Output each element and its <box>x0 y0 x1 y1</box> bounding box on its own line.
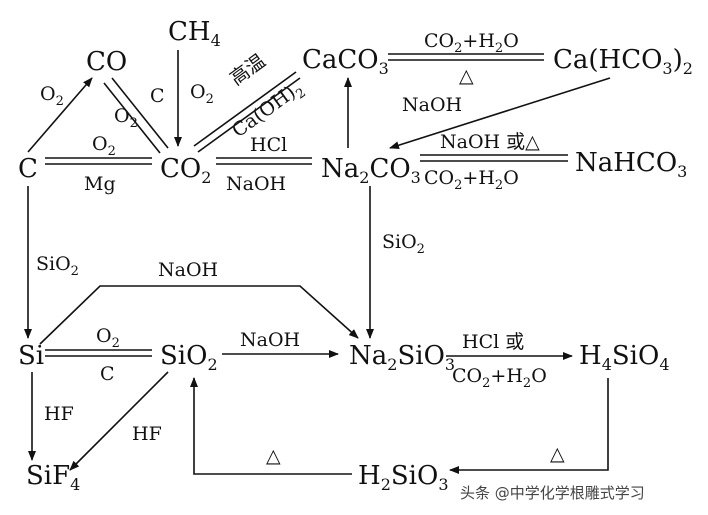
arrow-h4sio4-to-h2sio3 <box>449 378 609 474</box>
label-hf-1: HF <box>44 403 74 425</box>
label-c-to-co: O2 <box>40 83 64 109</box>
species-ca-hco3-2: Ca(HCO3)2 <box>553 45 693 78</box>
label-naoh-4: NaOH <box>240 329 300 351</box>
arrow-co2-to-caco3-bottom <box>197 77 301 153</box>
label-delta-2: △ <box>266 445 281 467</box>
label-co2-co-c: C <box>150 85 165 107</box>
label-co2-h2o-1: CO2+H2O <box>424 30 519 56</box>
label-c-co2-o2: O2 <box>92 133 116 159</box>
label-hcl-or: HCl 或 <box>462 331 524 353</box>
label-na2co3-na2sio3-sio2: SiO2 <box>382 231 425 257</box>
species-na2sio3: Na2SiO3 <box>349 341 455 374</box>
label-delta-1: △ <box>459 65 474 87</box>
label-ch4-o2: O2 <box>190 81 214 107</box>
label-si-sio2-o2: O2 <box>96 325 120 351</box>
species-ch4: CH4 <box>168 17 221 50</box>
species-co2: CO2 <box>160 154 211 187</box>
species-co: CO <box>86 47 127 77</box>
species-h2sio3: H2SiO3 <box>358 461 449 494</box>
arrow-sio2-to-sif4 <box>69 371 169 471</box>
label-naoh-1: NaOH <box>226 173 286 195</box>
label-hcl: HCl <box>250 134 287 156</box>
species-c: C <box>18 154 38 184</box>
arrow-co-to-co2 <box>111 77 168 149</box>
label-naoh-or-delta: NaOH 或△ <box>440 131 540 153</box>
arrow-co2-to-co <box>103 82 161 154</box>
label-co2-h2o-2: CO2+H2O <box>424 167 519 193</box>
label-naoh-3: NaOH <box>158 259 218 281</box>
arrow-cahco3-to-na2co3 <box>389 77 611 150</box>
label-c-si-sio2: SiO2 <box>36 253 79 279</box>
label-co-co2-o2: O2 <box>114 105 138 131</box>
label-gaowen: 高温 <box>226 50 270 90</box>
species-sif4: SiF4 <box>26 461 80 494</box>
species-caco3: CaCO3 <box>302 45 389 78</box>
label-co2-h2o-3: CO2+H2O <box>452 365 547 391</box>
label-delta-3: △ <box>550 443 565 465</box>
arrow-h2sio3-to-sio2 <box>190 377 352 475</box>
species-nahco3: NaHCO3 <box>575 148 687 181</box>
species-h4sio4: H4SiO4 <box>579 341 670 374</box>
arrow-c-to-co <box>27 77 93 153</box>
species-si: Si <box>18 341 44 371</box>
label-hf-2: HF <box>132 423 162 445</box>
arrow-caco3-to-co2-top <box>193 71 297 147</box>
species-na2co3: Na2CO3 <box>321 154 421 187</box>
species-sio2: SiO2 <box>160 341 218 374</box>
arrow-si-to-na2sio3 <box>39 285 359 345</box>
label-sio2-si-c: C <box>100 363 115 385</box>
label-mg: Mg <box>84 173 116 195</box>
watermark-text: 头条 @中学化学根雕式学习 <box>460 484 645 502</box>
label-naoh-2: NaOH <box>402 94 462 116</box>
